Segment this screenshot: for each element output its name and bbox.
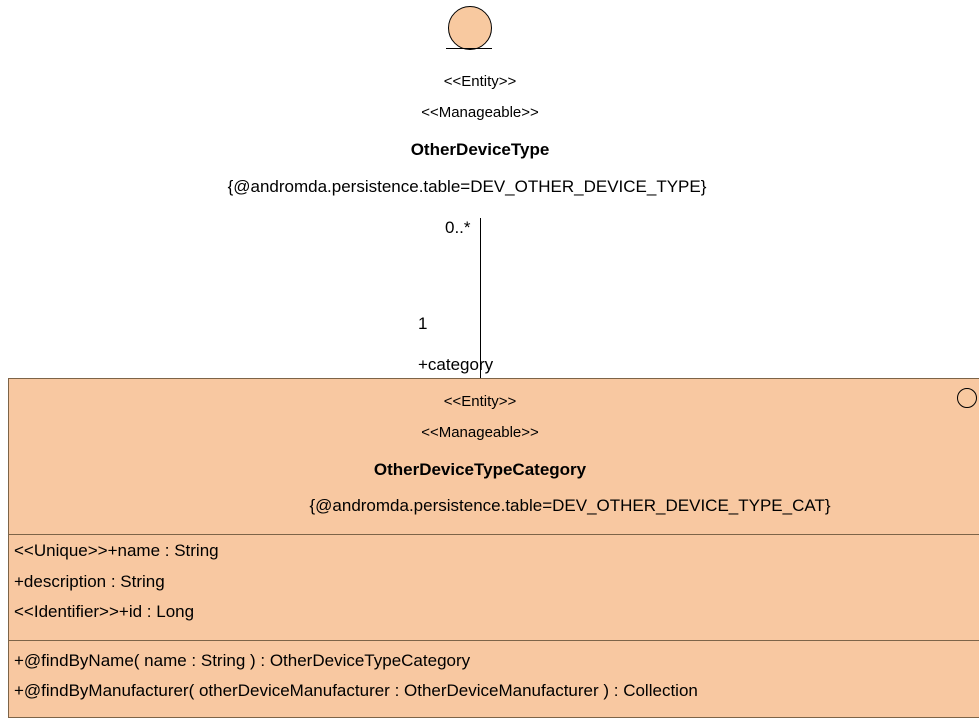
- class-tagged-value: {@andromda.persistence.table=DEV_OTHER_D…: [309, 496, 831, 515]
- top-entity-stereotype-manageable: <<Manageable>>: [421, 104, 539, 121]
- top-entity-stereotype-entity: <<Entity>>: [443, 73, 517, 90]
- class-stereotype-entity: <<Entity>>: [443, 393, 517, 410]
- attributes-divider: [8, 534, 979, 535]
- operation-row[interactable]: +@findByName( name : String ) : OtherDev…: [14, 651, 471, 670]
- association-line[interactable]: [480, 218, 481, 378]
- association-top-multiplicity: 0..*: [445, 218, 471, 237]
- class-stereotype-manageable: <<Manageable>>: [421, 424, 539, 441]
- entity-circle-icon[interactable]: [448, 6, 492, 50]
- attribute-row[interactable]: +description : String: [14, 572, 165, 591]
- operations-divider: [8, 640, 979, 641]
- top-entity-tagged-value: {@andromda.persistence.table=DEV_OTHER_D…: [227, 177, 707, 196]
- class-name[interactable]: OtherDeviceTypeCategory: [373, 460, 587, 479]
- operation-row[interactable]: +@findByManufacturer( otherDeviceManufac…: [14, 681, 698, 700]
- class-box-other-device-type-category[interactable]: [8, 378, 979, 718]
- entity-icon-baseline: [446, 48, 492, 49]
- attribute-row[interactable]: <<Identifier>>+id : Long: [14, 602, 195, 621]
- association-role: +category: [418, 355, 494, 374]
- attribute-row[interactable]: <<Unique>>+name : String: [14, 541, 219, 560]
- association-bottom-multiplicity: 1: [418, 314, 428, 333]
- top-entity-name[interactable]: OtherDeviceType: [410, 140, 550, 159]
- entity-circle-icon: [957, 388, 977, 408]
